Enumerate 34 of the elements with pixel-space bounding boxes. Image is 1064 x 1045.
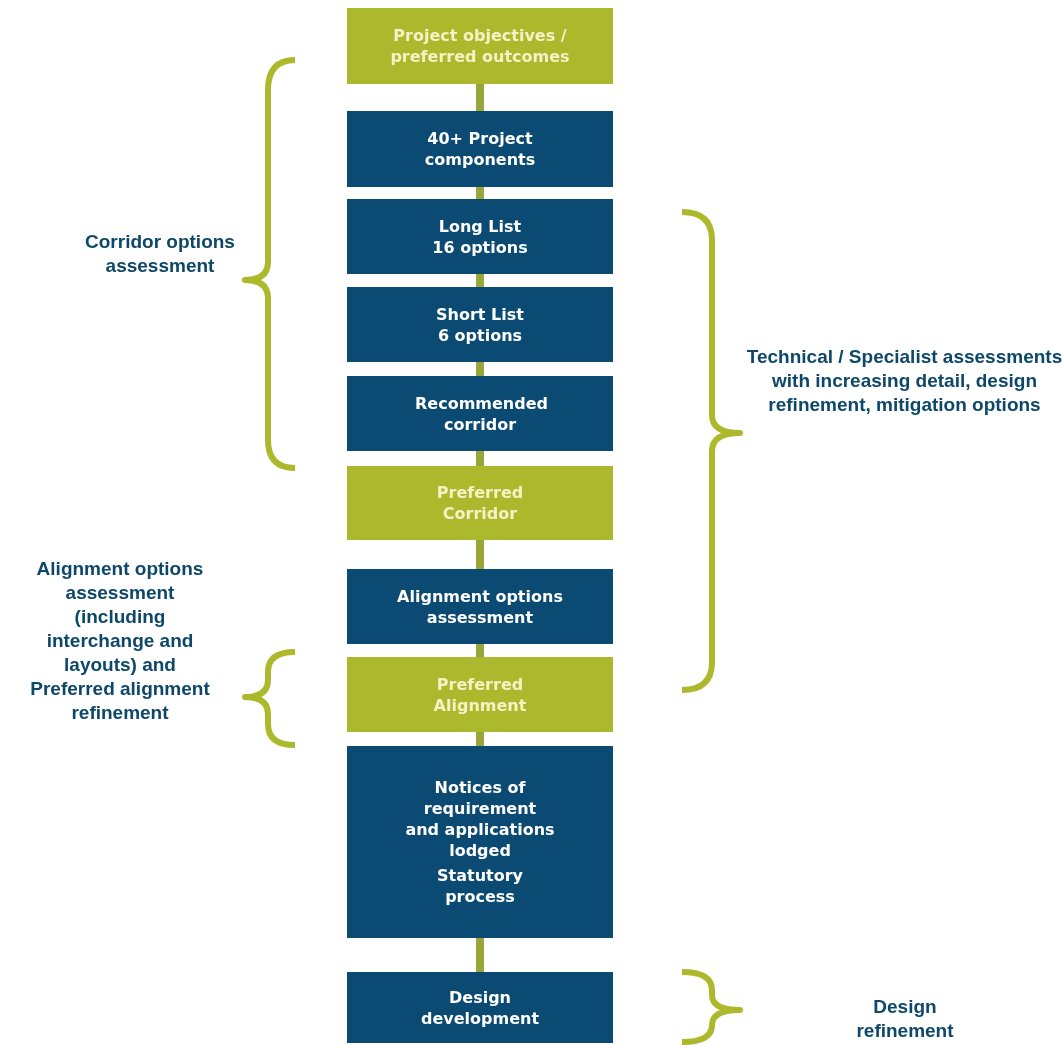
- box-text: Preferred Corridor: [435, 482, 525, 524]
- process-box: [347, 972, 613, 1043]
- connector-line: [476, 540, 484, 569]
- milestone-box: [347, 657, 613, 732]
- milestone-box: [347, 466, 613, 540]
- connector-line: [476, 84, 484, 111]
- process-box: [347, 376, 613, 451]
- connector-line: [476, 732, 484, 746]
- connector-line: [476, 187, 484, 199]
- bracket-label: Technical / Specialist assessments with increasing detail, design refinement, mitigation options: [745, 345, 1064, 417]
- box-text: Statutory process: [436, 865, 524, 907]
- process-box: [347, 287, 613, 362]
- box-text: Project objectives / preferred outcomes: [389, 25, 571, 67]
- connector-line: [476, 644, 484, 657]
- box-text: Preferred Alignment: [432, 673, 528, 716]
- connector-line: [476, 938, 484, 972]
- box-text: Long List 16 options: [431, 215, 529, 258]
- box-text: Design development: [419, 986, 541, 1029]
- process-box: [347, 199, 613, 274]
- process-box: [347, 111, 613, 187]
- box-text: Recommended corridor: [415, 392, 545, 435]
- milestone-box: [347, 8, 613, 84]
- bracket-label: Alignment options assessment (including interchange and layouts) and Preferred alignment refinement: [29, 557, 211, 725]
- box-text: 40+ Project components: [423, 128, 537, 170]
- connector-line: [476, 451, 484, 466]
- bracket-label: Corridor options assessment: [84, 230, 236, 278]
- box-text: Notices of requirement and applications lodged: [405, 777, 555, 861]
- box-text: Alignment options assessment: [396, 585, 564, 628]
- process-box: [347, 746, 613, 938]
- connector-line: [476, 274, 484, 287]
- box-text: Short List 6 options: [435, 303, 525, 346]
- bracket-label: Design refinement: [855, 995, 955, 1043]
- process-box: [347, 569, 613, 644]
- connector-line: [476, 362, 484, 376]
